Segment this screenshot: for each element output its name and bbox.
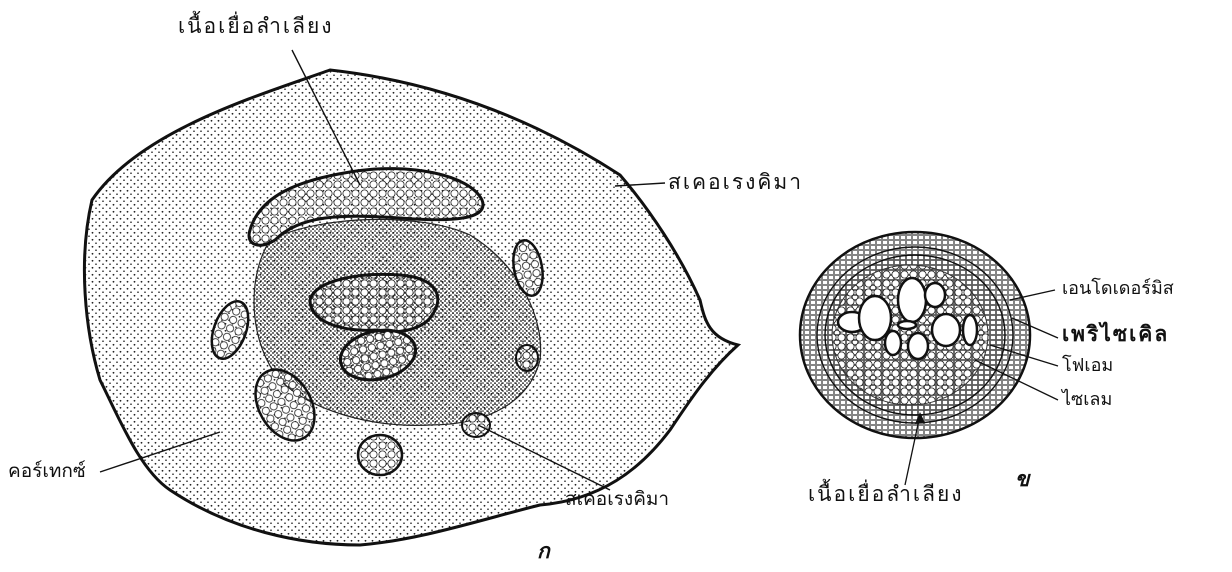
left-stem-section (84, 50, 738, 545)
right-bundle-section (800, 232, 1058, 485)
vascular-bundle-bottom (358, 435, 402, 475)
label-endodermis: เอนโดเดอร์มิส (1062, 280, 1174, 298)
part-label-a: ก (537, 540, 550, 561)
label-phloem: โฟเอม (1062, 357, 1113, 375)
label-vascular-tissue: เนื้อเยื่อลำเลียง (178, 16, 334, 37)
vascular-bundle-bottom-right (462, 413, 490, 437)
part-label-b: ข (1015, 468, 1029, 489)
vascular-bundle-small-right (516, 345, 538, 371)
label-sclerenchyma-top: สเคอเรงคิมา (668, 172, 803, 193)
vascular-bundle-center (310, 274, 438, 332)
label-xylem: ไซเลม (1062, 391, 1112, 409)
label-vascular-tissue-right: เนื้อเยื่อลำเลียง (808, 484, 964, 505)
label-sclerenchyma-bottom: สเคอเรงคิมา (565, 490, 669, 509)
label-pericycle: เพริไซเคิล (1062, 324, 1169, 345)
label-cortex: คอร์เทกซ์ (8, 462, 86, 481)
